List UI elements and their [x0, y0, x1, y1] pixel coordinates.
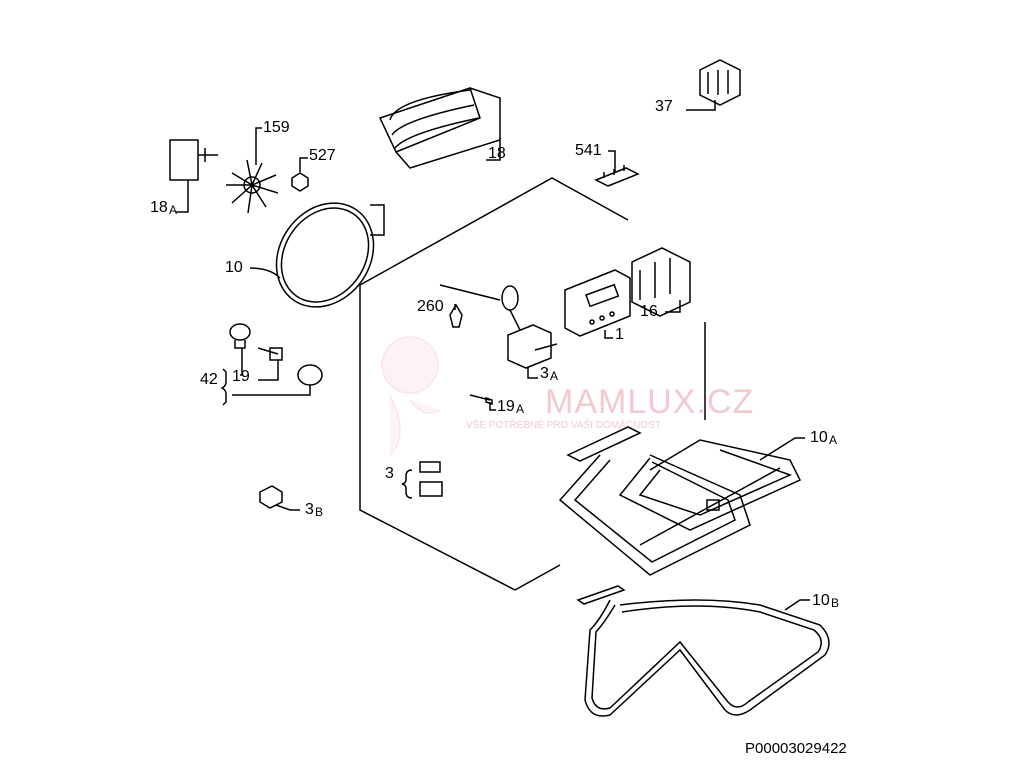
part-159-fan-blade: [226, 127, 279, 214]
part-18a-fan-motor: [169, 139, 218, 213]
part-10b-bottom-heating-element: [576, 585, 830, 717]
label-1: 1: [615, 326, 624, 343]
part-37-terminal-clip: [686, 59, 741, 111]
label-18: 18: [488, 145, 506, 162]
part-19a-bulb-holder: [469, 394, 496, 411]
label-19a-number: 19: [497, 398, 515, 415]
label-3b-number: 3: [305, 501, 314, 518]
label-19: 19: [232, 368, 250, 385]
label-3: 3: [385, 465, 394, 482]
label-3b-suffix: B: [315, 505, 324, 519]
label-18a-number: 18: [150, 199, 168, 216]
part-10-circular-heating-element: [249, 202, 385, 308]
label-42: 42: [200, 371, 218, 388]
label-10b-number: 10: [812, 592, 830, 609]
label-18a-suffix: A: [169, 203, 178, 217]
part-42-oven-lamp-assembly: [220, 323, 323, 406]
label-3a-number: 3: [540, 365, 549, 382]
label-3a-suffix: A: [550, 369, 559, 383]
part-1-electronic-timer: [564, 269, 631, 339]
label-10a-number: 10: [810, 429, 828, 446]
watermark-brand: MAMLUX.CZ: [545, 383, 755, 421]
part-541-connector: [594, 150, 640, 187]
label-19a-suffix: A: [516, 402, 525, 416]
label-37: 37: [655, 98, 673, 115]
part-527-nut: [291, 157, 309, 192]
label-10: 10: [225, 259, 243, 276]
diagram-code: P00003029422: [745, 740, 847, 757]
label-10b-suffix: B: [831, 596, 840, 610]
label-10a-suffix: A: [829, 433, 838, 447]
label-159: 159: [263, 119, 290, 136]
watermark-figure: [381, 336, 441, 456]
oven-cabinet-outline: [359, 177, 706, 591]
part-3-thermostat-bracket: [401, 461, 443, 499]
part-260-clip: [449, 303, 463, 328]
label-16: 16: [640, 303, 658, 320]
watermark-tagline: VŠE POTŘEBNÉ PRO VAŠI DOMÁCNOST: [466, 420, 661, 431]
part-3a-thermostat: [439, 284, 558, 379]
label-527: 527: [309, 147, 336, 164]
part-10a-grill-heating-element: [558, 426, 805, 576]
part-16-selector-switch: [631, 247, 691, 317]
part-3b-safety-thermostat: [259, 485, 300, 511]
part-18-tangential-fan: [378, 87, 501, 169]
label-260: 260: [417, 298, 444, 315]
label-541: 541: [575, 142, 602, 159]
